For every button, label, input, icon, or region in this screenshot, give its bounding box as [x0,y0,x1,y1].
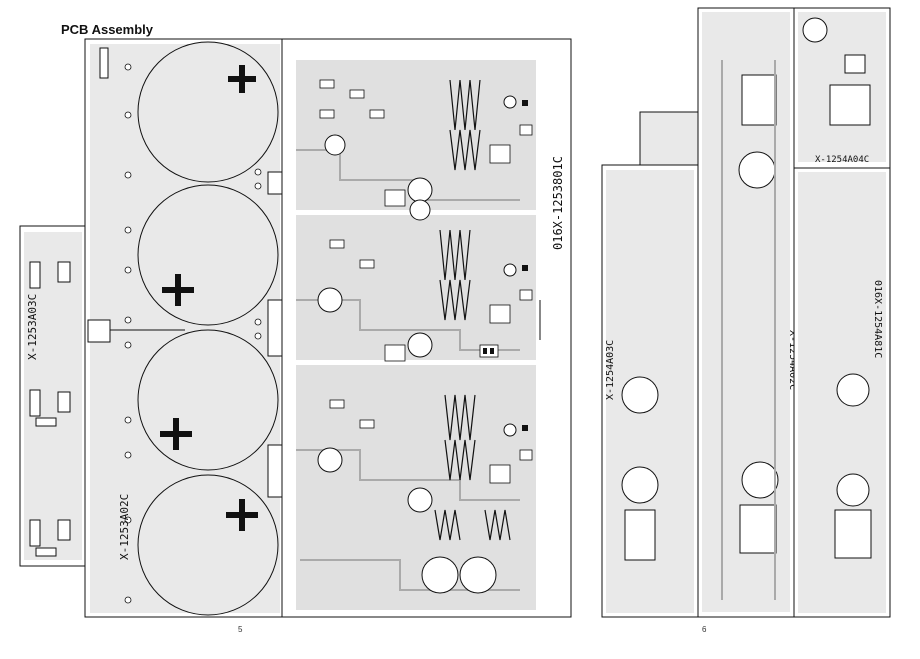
page-number-left: 5 [238,625,243,634]
main-board-right-label: 016X-1253801C [551,156,565,250]
page-title: PCB Assembly [61,22,153,37]
main-board-left-label: X-1253A02C [118,494,131,560]
sub-board-left-label: X-1253A03C [26,294,39,360]
strip-right-label: 016X-1254A81C [872,280,883,358]
capacitor-3 [137,329,279,471]
top-right-board-label: X-1254A04C [815,155,869,165]
flap-board [639,111,701,166]
strip-mid-label: X-1254A02C [787,330,798,390]
page-number-right: 6 [702,625,707,634]
capacitor-1 [137,41,279,183]
capacitor-4 [137,474,279,616]
capacitor-2 [137,184,279,326]
strip-left-label: X-1254A03C [605,340,616,400]
